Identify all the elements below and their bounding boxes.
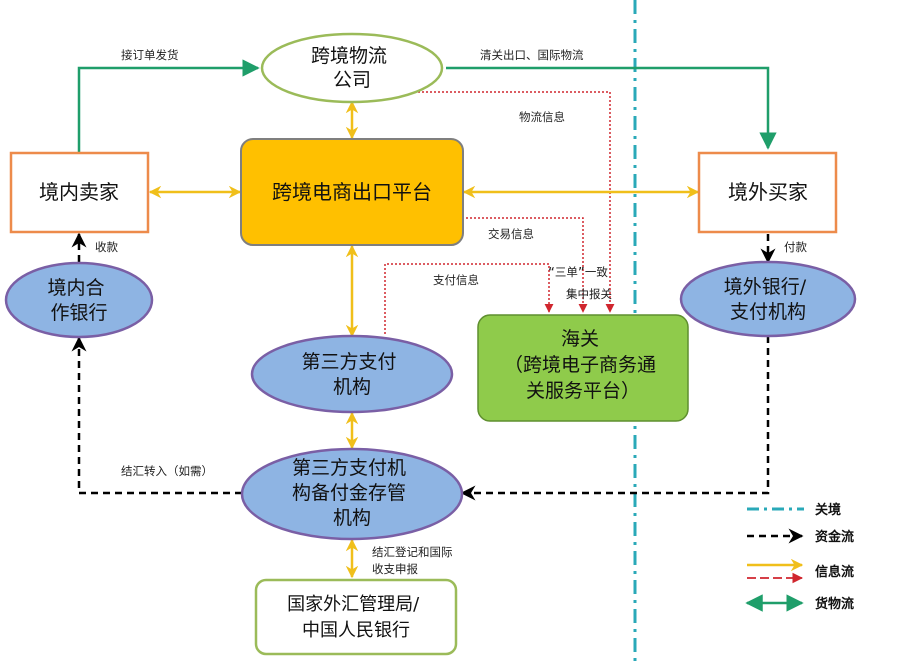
customs-label: 海关 （跨境电子商务通 关服务平台） <box>504 328 662 402</box>
capital-flow-reserve-to-domestic-bank <box>71 336 242 495</box>
safe-pboc-node <box>254 578 458 656</box>
domestic-bank-node <box>4 261 154 339</box>
receive-label: 收款 <box>95 240 118 254</box>
goods-flow-seller-to-logistics <box>77 59 260 152</box>
payment-info-line <box>384 263 554 334</box>
payment-info-label: 支付信息 <box>433 273 479 287</box>
legend-border-label: 关境 <box>815 502 841 518</box>
domestic-seller-label: 境内卖家 <box>39 180 119 204</box>
clearance-label: 清关出口、国际物流 <box>480 48 584 62</box>
register-label-line1: 结汇登记和国际 <box>372 545 453 559</box>
logistics-company-node <box>260 32 444 104</box>
logistics-info-label: 物流信息 <box>519 110 565 124</box>
logistics-company-label: 跨境物流 公司 <box>311 45 393 91</box>
register-label-line2: 收支申报 <box>372 562 418 576</box>
three-docs-label-line2: 集中报关 <box>566 287 612 301</box>
settle-in-label: 结汇转入（如需） <box>121 464 213 478</box>
safe-pboc-label: 国家外汇管理局/ 中国人民银行 <box>287 594 425 641</box>
third-party-payment-node <box>250 334 454 414</box>
overseas-bank-label: 境外银行/ 支付机构 <box>724 276 812 323</box>
three-docs-label-line1: “三单”一致 <box>548 265 608 279</box>
capital-flow-overseas-to-reserve <box>460 336 770 501</box>
platform-node <box>240 138 464 246</box>
domestic-seller-node <box>9 151 150 234</box>
customs-node <box>477 314 689 422</box>
logistics-info-line <box>414 91 615 313</box>
legend-capital-label: 资金流 <box>815 529 854 545</box>
transaction-info-line <box>466 217 588 313</box>
platform-label: 跨境电商出口平台 <box>272 180 432 204</box>
reserve-custody-node <box>240 447 464 541</box>
overseas-buyer-label: 境外买家 <box>728 180 808 204</box>
transaction-info-label: 交易信息 <box>488 227 534 241</box>
legend-info-label: 信息流 <box>815 564 854 580</box>
legend: 关境 资金流 信息流 货物流 <box>745 502 854 612</box>
reserve-custody-label: 第三方支付机 构备付金存管 机构 <box>292 457 412 529</box>
overseas-buyer-node <box>697 151 838 234</box>
pay-label: 付款 <box>784 240 807 254</box>
third-party-payment-label: 第三方支付 机构 <box>301 351 402 398</box>
overseas-bank-node <box>679 260 857 338</box>
domestic-bank-label: 境内合 作银行 <box>47 277 110 324</box>
ship-on-order-label: 接订单发货 <box>121 48 179 62</box>
legend-goods-label: 货物流 <box>815 596 854 612</box>
goods-flow-logistics-to-buyer <box>446 66 777 150</box>
